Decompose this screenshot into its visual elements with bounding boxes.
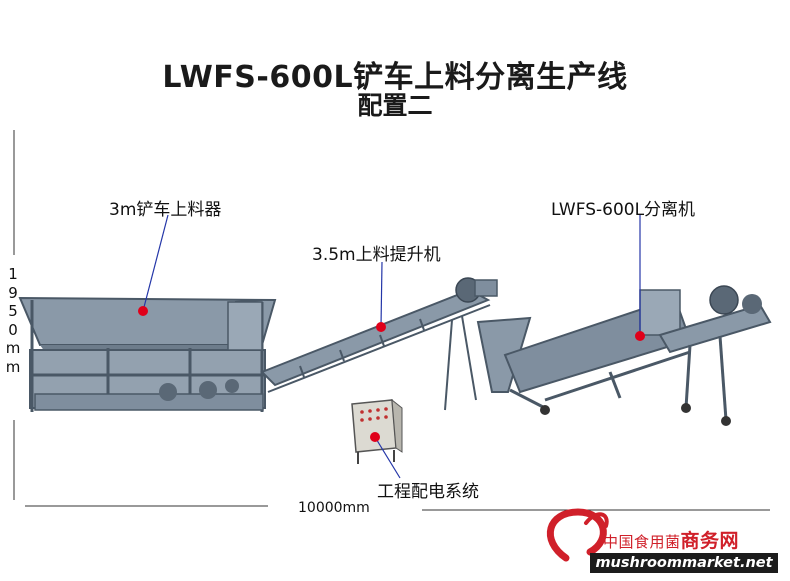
control-cabinet [351, 398, 403, 464]
length-dimension: 10000mm [298, 500, 370, 516]
dimension-lines [13, 130, 770, 511]
elevator-conveyor [260, 277, 498, 411]
height-char: m [5, 357, 21, 376]
loader-label: 3m铲车上料器 [109, 200, 222, 220]
height-char: m [5, 339, 21, 357]
height-char: 5 [8, 302, 18, 320]
elevator-marker [376, 322, 386, 332]
separator-marker [635, 331, 645, 341]
control-label: 工程配电系统 [377, 482, 479, 502]
loader-machine [18, 296, 277, 412]
separator-label: LWFS-600L分离机 [551, 200, 696, 220]
title-line-1: LWFS-600L铲车上料分离生产线 [162, 60, 628, 95]
watermark-en: mushroommarket.net [590, 553, 778, 573]
title-line-2: 配置二 [357, 91, 433, 120]
height-char: 1 [8, 265, 18, 283]
separator-machine [476, 285, 772, 426]
watermark-logo-icon [546, 508, 609, 562]
watermark-cn: 中国食用菌商务网 [603, 530, 740, 552]
height-char: 0 [8, 320, 18, 339]
loader-marker [138, 306, 148, 316]
leader-lines [142, 214, 641, 479]
height-dimension: 1 9 5 0 m m [5, 265, 21, 376]
height-char: 9 [8, 283, 18, 302]
elevator-label: 3.5m上料提升机 [312, 245, 441, 265]
control-marker [370, 432, 380, 442]
